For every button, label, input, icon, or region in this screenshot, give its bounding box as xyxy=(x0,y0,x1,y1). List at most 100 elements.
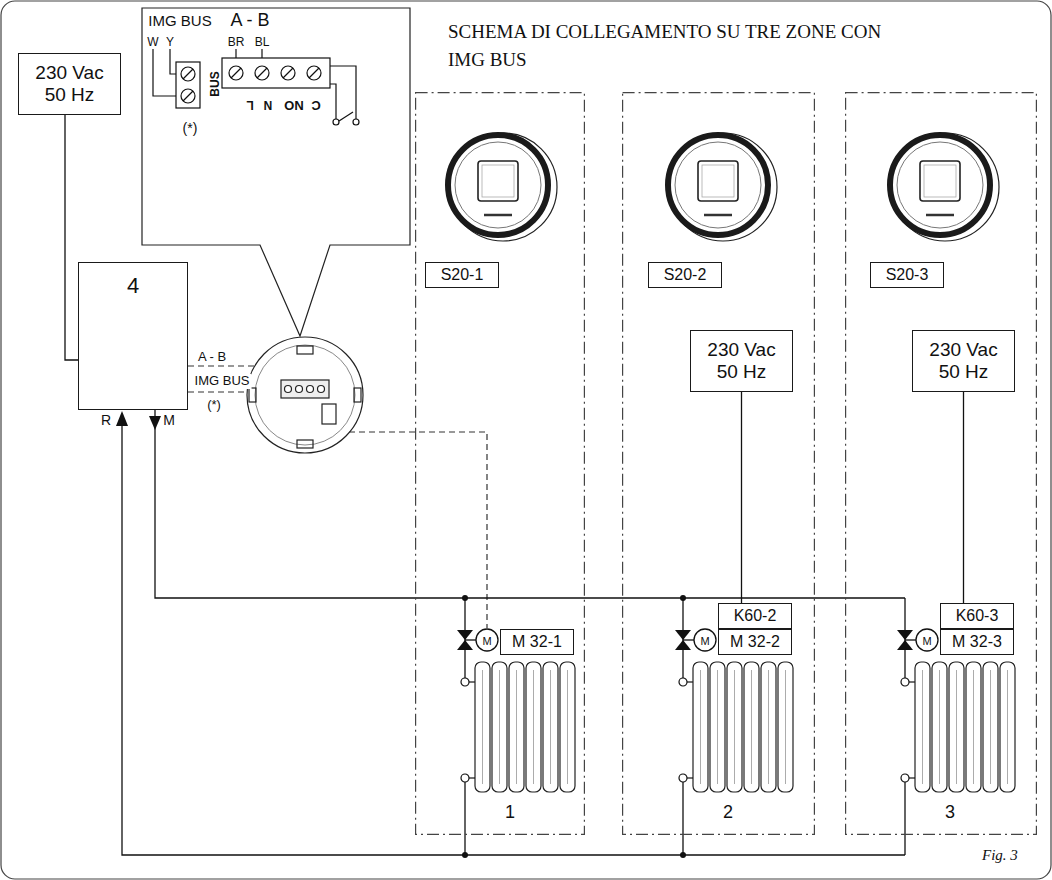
motor-label: M xyxy=(482,635,491,648)
motor-label: M xyxy=(922,635,931,648)
terminal-detail xyxy=(153,49,359,125)
zone-outline xyxy=(415,92,585,835)
hydraulic-pipes xyxy=(122,410,905,855)
bus-label: IMG BUS xyxy=(148,12,211,29)
flow-arrow xyxy=(149,416,161,430)
zone-outline xyxy=(845,92,1037,835)
terminal-label: L xyxy=(246,97,253,111)
thermostat-icon xyxy=(448,133,557,241)
label-holder: Y xyxy=(166,32,174,50)
label-holder: IMG BUS xyxy=(193,371,252,389)
box-label: K60-2 xyxy=(734,607,777,625)
wire-color: BR xyxy=(228,36,245,50)
box-label: M 32-3 xyxy=(952,633,1002,651)
zone-region: 3 S20-3 230 Vac 50 Hz K60-3 M 32-3 xyxy=(845,92,1037,835)
label-holder: C xyxy=(311,97,320,115)
label-holder: M xyxy=(482,631,491,649)
box-label: S20-1 xyxy=(441,266,484,284)
box-label: S20-2 xyxy=(664,266,707,284)
label-holder: NO xyxy=(284,97,304,115)
label-holder: BUS xyxy=(205,71,223,96)
bus-label: A - B xyxy=(230,10,269,31)
diagram-title: SCHEMA DI COLLEGAMENTO SU TRE ZONE CON I… xyxy=(448,18,900,73)
note-mark: (*) xyxy=(183,120,198,136)
power-wire xyxy=(65,115,78,360)
label-holder: W xyxy=(147,32,158,50)
thermostat-icon xyxy=(668,133,777,241)
power-supply-box: 230 Vac 50 Hz xyxy=(18,53,121,115)
power-supply-box: 230 Vac 50 Hz xyxy=(690,330,793,392)
zone-valve xyxy=(897,629,938,651)
label-holder: M xyxy=(163,411,175,429)
zone-border xyxy=(416,93,585,835)
power-wire xyxy=(963,392,964,603)
pipe-junction xyxy=(462,595,686,858)
terminal-label: NO xyxy=(284,97,304,112)
box-label: S20-3 xyxy=(886,266,929,284)
actuator-tag: M 32-3 xyxy=(940,629,1014,655)
label-holder: M xyxy=(922,631,931,649)
zone-outline xyxy=(622,92,815,835)
relay-tag: K60-3 xyxy=(940,603,1014,629)
label-holder: (*) xyxy=(183,119,198,137)
thermostat-base xyxy=(247,337,363,453)
thermostat-icon xyxy=(890,133,999,241)
signal-label: IMG BUS xyxy=(193,374,252,389)
box-label: 230 Vac 50 Hz xyxy=(917,339,1010,383)
relay-tag: K60-2 xyxy=(718,603,792,629)
label-holder: L xyxy=(246,97,253,115)
zone-number: 1 xyxy=(490,802,530,823)
thermostat-tag: S20-1 xyxy=(425,262,499,288)
figure-caption: Fig. 3 xyxy=(982,847,1018,864)
label-holder: R xyxy=(101,411,111,429)
zone-valve xyxy=(675,629,716,651)
label-holder: BL xyxy=(255,32,270,50)
pipe-label: M xyxy=(163,412,175,428)
thermostat-tag: S20-3 xyxy=(870,262,944,288)
label-holder: (*) xyxy=(205,395,223,413)
signal-label: A - B xyxy=(196,350,228,365)
zone-border xyxy=(623,93,815,835)
terminal-label: N xyxy=(264,97,273,111)
zone-number: 2 xyxy=(708,802,748,823)
motor-label: M xyxy=(700,635,709,648)
power-supply-box: 230 Vac 50 Hz xyxy=(912,330,1015,392)
thermostat-tag: S20-2 xyxy=(648,262,722,288)
zone-valve xyxy=(457,629,498,651)
zone-number: 3 xyxy=(930,802,970,823)
zone-region: 2 S20-2 230 Vac 50 Hz K60-2 M 32-2 xyxy=(622,92,815,835)
pipe-label: R xyxy=(101,412,111,428)
box-label: 4 xyxy=(127,273,139,298)
box-label: 230 Vac 50 Hz xyxy=(695,339,788,383)
return-arrow xyxy=(116,411,128,426)
actuator-tag: M 32-2 xyxy=(718,629,792,655)
note-mark: (*) xyxy=(205,398,223,413)
box-label: M 32-2 xyxy=(730,633,780,651)
box-label: M 32-1 xyxy=(512,633,562,651)
label-holder: A - B xyxy=(196,347,228,365)
power-wire xyxy=(741,392,742,603)
wire-color: W xyxy=(147,36,158,50)
caption-block: Fig. 3 xyxy=(982,846,1018,864)
zone-border xyxy=(846,93,1037,835)
terminal-label: BUS xyxy=(209,71,223,96)
label-holder: A - B xyxy=(230,10,269,31)
wire-color: BL xyxy=(255,36,270,50)
label-holder: IMG BUS xyxy=(148,12,211,30)
box-label: 230 Vac 50 Hz xyxy=(23,62,116,106)
box-label: K60-3 xyxy=(956,607,999,625)
actuator-tag: M 32-1 xyxy=(500,629,574,655)
label-holder: M xyxy=(700,631,709,649)
boiler-box: 4 xyxy=(78,262,188,410)
wire-color: Y xyxy=(166,36,174,50)
zone-region: 1 S20-1 M 32-1 xyxy=(415,92,585,835)
label-holder: BR xyxy=(228,32,245,50)
terminal-label: C xyxy=(311,97,320,112)
bus-cable xyxy=(188,366,487,628)
label-holder: N xyxy=(264,97,273,115)
title-block: SCHEMA DI COLLEGAMENTO SU TRE ZONE CON I… xyxy=(448,18,900,73)
